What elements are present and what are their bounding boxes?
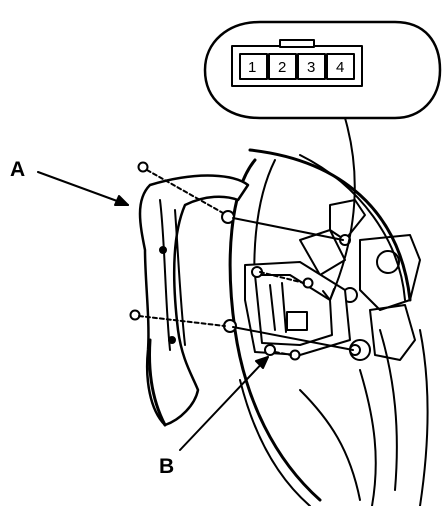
pin-4-label: 4 [336, 59, 344, 76]
screws [129, 161, 361, 361]
leader-a [37, 171, 129, 206]
callout-b-label: B [159, 455, 174, 478]
pin-1-label: 1 [248, 59, 256, 76]
screw-icon [259, 271, 314, 289]
switch-bracket [244, 261, 351, 356]
connector-pins: 1 2 3 4 [239, 53, 355, 80]
callout-a-label: A [10, 158, 25, 181]
screw-icon [274, 349, 301, 361]
pin-2-label: 2 [278, 59, 286, 76]
connector-callout: 1 2 3 4 [203, 20, 442, 301]
pin-3-label: 3 [307, 59, 315, 76]
screw-icon [129, 309, 226, 327]
leader-b [179, 356, 269, 451]
screw-icon [137, 161, 224, 214]
cover-a [138, 174, 250, 427]
